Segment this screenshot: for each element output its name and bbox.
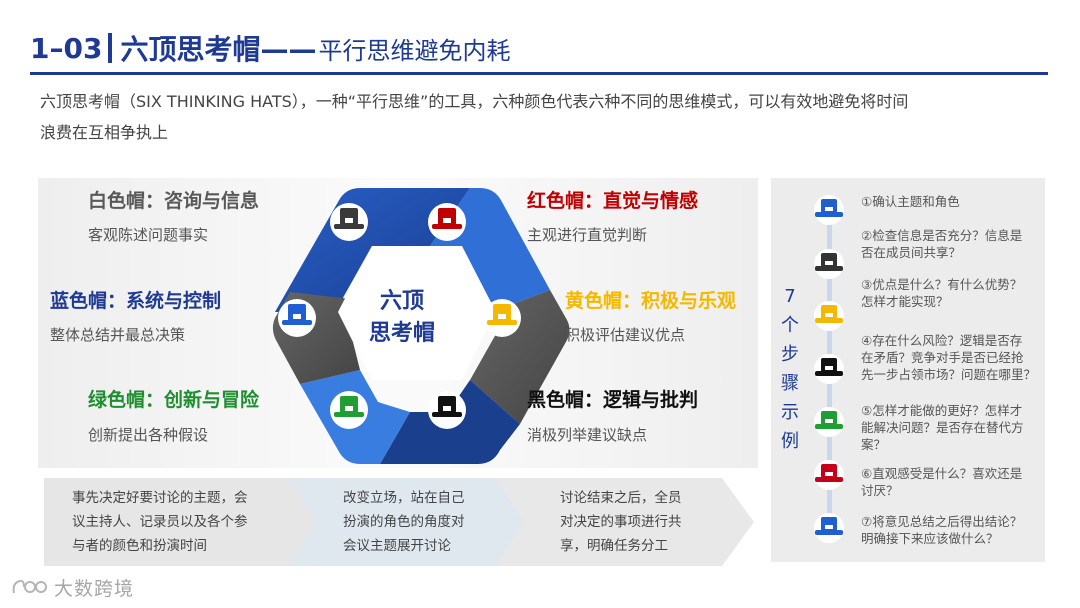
intro-line-2: 浪费在互相争执上	[40, 123, 169, 142]
steps-vertical-label: 7 个 步 骤 示 例	[779, 282, 801, 456]
green-hat-desc: 创新提出各种假设	[88, 426, 209, 444]
watermark-text: 大数跨境	[54, 577, 135, 600]
step-3-text: ③优点是什么？有什么优势？ 怎样才能实现？	[861, 276, 1045, 310]
step-4-text: ④存在什么风险？逻辑是否存 在矛盾？竞争对手是否已经抢 先一步占领市场？问题在哪…	[861, 332, 1045, 383]
white-hat-desc: 客观陈述问题事实	[88, 226, 209, 244]
title-underline	[30, 72, 1048, 75]
steps-label-char: 步	[781, 344, 799, 365]
step-3-line: 怎样才能实现？	[861, 294, 949, 309]
red-hat-caption: 红色帽：直觉与情感	[527, 190, 699, 212]
flow-1-line-3: 与者的颜色和扮演时间	[72, 538, 207, 554]
step-4-line: 先一步占领市场？问题在哪里？	[861, 367, 1037, 382]
step-6-line: ⑥直观感受是什么？喜欢还是	[861, 466, 1023, 481]
slide-title: 1–03 六顶思考帽—— 平行思维避免内耗	[30, 28, 510, 68]
title-main: 六顶思考帽——	[120, 33, 317, 66]
steps-label-char: 7	[784, 286, 796, 307]
steps-label-char: 例	[781, 431, 799, 452]
center-line-2: 思考帽	[368, 321, 435, 346]
step-5-line: 案？	[861, 437, 887, 452]
step-4-line: 在矛盾？竞争对手是否已经抢	[861, 350, 1024, 365]
step-6-text: ⑥直观感受是什么？喜欢还是 讨厌？	[861, 465, 1045, 499]
green-hat-caption: 绿色帽：创新与冒险	[88, 389, 260, 411]
hat-blue-icon	[278, 299, 316, 337]
step-2-line: 否在成员间共享？	[861, 245, 962, 260]
step-7-line: ⑦将意见总结之后得出结论？	[861, 514, 1023, 529]
flow-3-line-3: 享，明确任务分工	[560, 538, 668, 554]
watermark: 大数跨境	[10, 574, 134, 600]
flow-2-line-2: 扮演的角色的角度对	[343, 514, 465, 530]
black-hat-caption: 黑色帽：逻辑与批判	[527, 389, 699, 411]
white-hat-caption: 白色帽：咨询与信息	[88, 190, 260, 212]
title-number: 1–03	[30, 31, 103, 65]
step-1-line: ①确认主题和角色	[861, 194, 960, 209]
step-1-text: ①确认主题和角色	[861, 193, 1045, 210]
flow-3-line-2: 对决定的事项进行共	[560, 514, 682, 530]
watermark-logo-icon	[12, 579, 47, 594]
flow-1-line-2: 议主持人、记录员以及各个参	[72, 514, 248, 530]
step-2-text: ②检查信息是否充分？信息是 否在成员间共享？	[861, 227, 1045, 261]
black-hat-desc: 消极列举建议缺点	[527, 426, 648, 444]
intro-line-1: 六顶思考帽（SIX THINKING HATS），一种“平行思维”的工具，六种颜…	[40, 92, 909, 111]
flow-step-3-text: 讨论结束之后，全员 对决定的事项进行共 享，明确任务分工	[560, 486, 682, 558]
hat-green-icon	[330, 391, 368, 429]
hat-white-icon	[330, 203, 368, 241]
step-5-text: ⑤怎样才能做的更好？怎样才 能解决问题？是否存在替代方 案？	[861, 402, 1045, 453]
hat-black-icon	[428, 391, 466, 429]
blue-hat-caption: 蓝色帽：系统与控制	[50, 290, 222, 312]
hat-yellow-icon	[483, 299, 521, 337]
flow-1-line-1: 事先决定好要讨论的主题，会	[72, 490, 248, 506]
red-hat-desc: 主观进行直觉判断	[527, 226, 648, 244]
center-line-1: 六顶	[379, 289, 424, 314]
step-5-line: 能解决问题？是否存在替代方	[861, 420, 1024, 435]
flow-step-2-text: 改变立场，站在自己 扮演的角色的角度对 会议主题展开讨论	[343, 486, 465, 558]
step-4-line: ④存在什么风险？逻辑是否存	[861, 333, 1023, 348]
steps-label-char: 个	[781, 315, 799, 336]
hat-red-icon	[428, 203, 466, 241]
flow-2-line-3: 会议主题展开讨论	[343, 538, 451, 554]
flow-3-line-1: 讨论结束之后，全员	[560, 490, 682, 506]
step-6-line: 讨厌？	[861, 483, 899, 498]
title-divider	[108, 33, 113, 63]
steps-label-char: 骤	[781, 373, 799, 394]
blue-hat-desc: 整体总结并最总决策	[50, 326, 186, 344]
step-7-line: 明确接下来应该做什么？	[861, 531, 999, 546]
title-subtitle: 平行思维避免内耗	[318, 36, 511, 65]
yellow-hat-caption: 黄色帽：积极与乐观	[565, 290, 737, 312]
intro-paragraph: 六顶思考帽（SIX THINKING HATS），一种“平行思维”的工具，六种颜…	[40, 86, 1040, 148]
step-2-line: ②检查信息是否充分？信息是	[861, 228, 1023, 243]
diagram-center-label: 六顶 思考帽	[352, 286, 452, 350]
steps-connector-line	[827, 210, 832, 532]
yellow-hat-desc: 积极评估建议优点	[565, 326, 686, 344]
step-3-line: ③优点是什么？有什么优势？	[861, 277, 1023, 292]
steps-label-char: 示	[781, 402, 799, 423]
step-5-line: ⑤怎样才能做的更好？怎样才	[861, 403, 1023, 418]
flow-2-line-1: 改变立场，站在自己	[343, 490, 465, 506]
step-7-text: ⑦将意见总结之后得出结论？ 明确接下来应该做什么？	[861, 513, 1045, 547]
flow-step-1-text: 事先决定好要讨论的主题，会 议主持人、记录员以及各个参 与者的颜色和扮演时间	[72, 486, 248, 558]
